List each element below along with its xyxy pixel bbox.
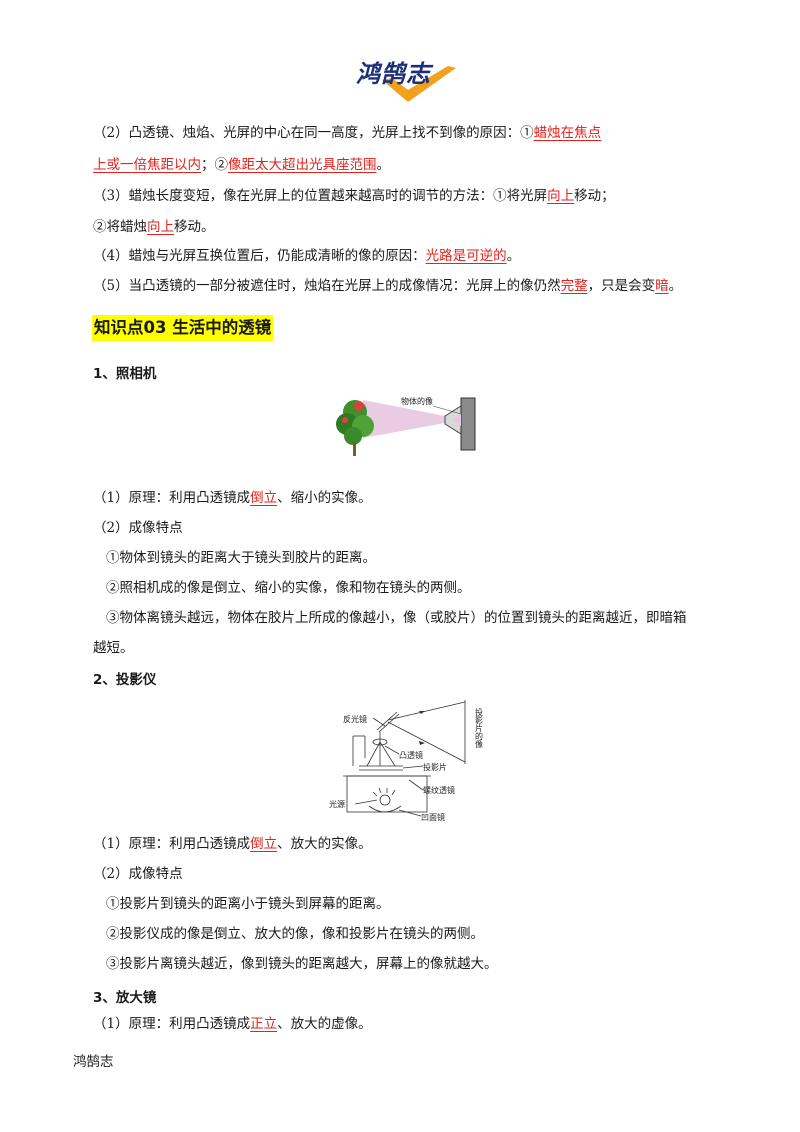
answer: 蜡烛在焦点	[533, 125, 602, 141]
answer: 倒立	[250, 836, 278, 852]
projector-features-title: （2）成像特点	[93, 866, 183, 882]
answer: 完整	[560, 278, 588, 294]
label-light-source: 光源	[329, 799, 345, 809]
para-2-line-2: 上或一倍焦距以内；②像距太大超出光具座范围。	[93, 157, 390, 173]
projector-principle: （1）原理：利用凸透镜成倒立、放大的实像。	[93, 836, 372, 852]
camera-feature-3a: ③物体离镜头越远，物体在胶片上所成的像越小，像（或胶片）的位置到镜头的距离越近，…	[106, 610, 687, 626]
camera-feature-3b: 越短。	[93, 640, 134, 656]
footer-text: 鸿鹄志	[73, 1054, 114, 1070]
answer: 向上	[147, 219, 174, 235]
para-3-line-1: （3）蜡烛长度变短，像在光屏上的位置越来越高时的调节的方法：①将光屏向上移动；	[93, 188, 615, 204]
label-lens: 凸透镜	[399, 750, 423, 760]
projector-feature-3: ③投影片离镜头越近，像到镜头的距离越大，屏幕上的像就越大。	[106, 956, 498, 972]
para-5: （5）当凸透镜的一部分被遮住时，烛焰在光屏上的成像情况：光屏上的像仍然完整，只是…	[93, 278, 683, 294]
projector-feature-1: ①投影片到镜头的距离小于镜头到屏幕的距离。	[106, 896, 390, 912]
camera-principle: （1）原理：利用凸透镜成倒立、缩小的实像。	[93, 490, 372, 506]
answer: 暗	[655, 278, 669, 294]
answer: 正立	[250, 1016, 278, 1032]
projector-feature-2: ②投影仪成的像是倒立、放大的像，像和投影片在镜头的两侧。	[106, 926, 484, 942]
para-4: （4）蜡烛与光屏互换位置后，仍能成清晰的像的原因：光路是可逆的。	[93, 248, 521, 264]
label-image: 投影片的像	[475, 707, 484, 748]
answer: 光路是可逆的	[425, 248, 507, 264]
camera-heading: 1、照相机	[93, 366, 157, 382]
label-mirror: 反光镜	[343, 714, 367, 724]
camera-feature-1: ①物体到镜头的距离大于镜头到胶片的距离。	[106, 550, 376, 566]
projector-diagram: 反光镜 凸透镜 投影片 螺纹透镜 光源 凹面镜 投影片的像	[329, 700, 484, 822]
section-title: 知识点03 生活中的透镜	[92, 315, 274, 341]
logo-text: 鸿鹄志	[356, 60, 431, 88]
camera-feature-2: ②照相机成的像是倒立、缩小的实像，像和物在镜头的两侧。	[106, 580, 471, 596]
answer: 像距太大超出光具座范围	[228, 157, 377, 173]
camera-diagram: 物体的像	[336, 396, 476, 456]
para-2-line-1: （2）凸透镜、烛焰、光屏的中心在同一高度，光屏上找不到像的原因：①蜡烛在焦点	[93, 125, 602, 141]
label-concave-mirror: 凹面镜	[421, 812, 445, 822]
label-screw-lens: 螺纹透镜	[423, 785, 455, 795]
para-3-line-2: ②将蜡烛向上移动。	[93, 219, 215, 235]
camera-features-title: （2）成像特点	[93, 520, 183, 536]
label-slide: 投影片	[423, 762, 447, 772]
answer: 倒立	[250, 490, 278, 506]
magnifier-heading: 3、放大镜	[93, 990, 157, 1006]
logo: 鸿鹄志	[352, 50, 468, 108]
answer: 上或一倍焦距以内	[93, 157, 201, 173]
answer: 向上	[547, 188, 575, 204]
projector-heading: 2、投影仪	[93, 672, 157, 688]
logo-chevron-icon	[382, 66, 456, 102]
camera-image-label: 物体的像	[401, 396, 433, 406]
magnifier-principle: （1）原理：利用凸透镜成正立、放大的虚像。	[93, 1016, 372, 1032]
